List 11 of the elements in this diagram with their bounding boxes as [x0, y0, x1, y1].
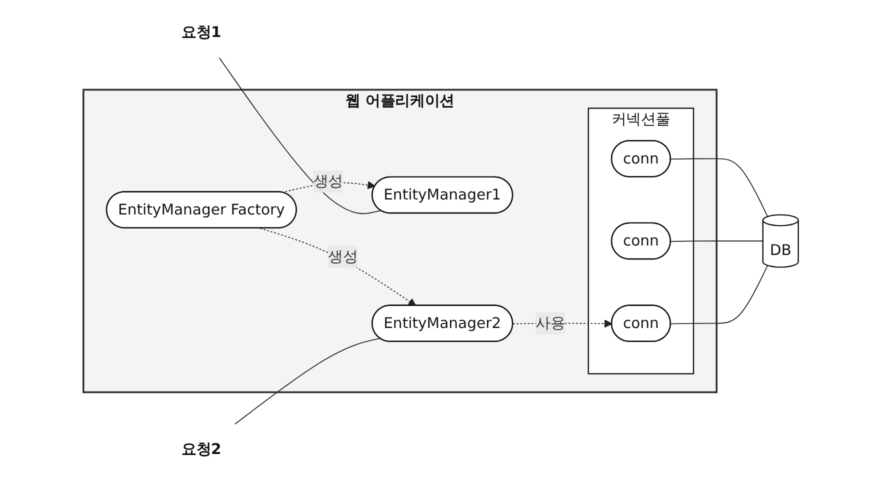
connector: [670, 240, 763, 242]
edge-label: 생성: [312, 172, 343, 190]
edge-label: 생성: [328, 247, 358, 266]
node-text: 요청1: [181, 23, 222, 41]
node-text: 요청2: [181, 440, 222, 458]
connector: [670, 158, 768, 218]
edge-label: 사용: [535, 314, 565, 332]
arrow: [259, 228, 416, 306]
connector: [233, 338, 380, 426]
connector: [218, 56, 381, 214]
connector: [670, 264, 768, 324]
